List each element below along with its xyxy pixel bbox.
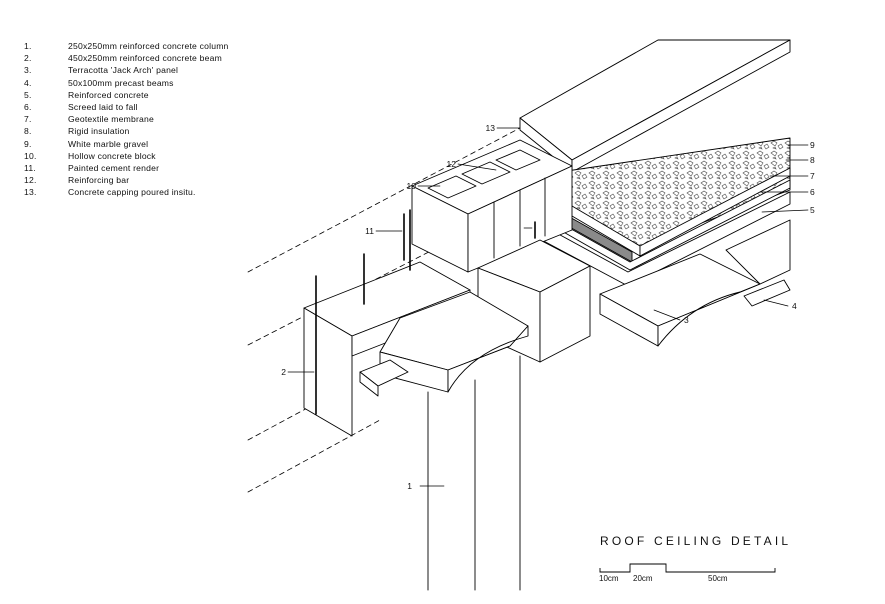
legend-item: 3. Terracotta 'Jack Arch' panel [24,64,324,76]
legend-label: Reinforcing bar [68,175,130,186]
legend-item: 8. Rigid insulation [24,125,324,137]
callout-1: 1 [407,481,412,491]
legend-number: 4. [24,77,32,88]
legend-label: White marble gravel [68,138,149,149]
callout-7: 7 [810,171,815,181]
legend-item: 5. Reinforced concrete [24,89,324,101]
legend-item: 10. Hollow concrete block [24,150,324,162]
callout-6: 6 [810,187,815,197]
reinforcing-bars [315,209,536,415]
legend-label: 50x100mm precast beams [68,77,174,88]
legend-item: 1. 250x250mm reinforced concrete column [24,40,324,52]
legend-number: 9. [24,138,32,149]
callout-2: 2 [281,367,286,377]
callout-11: 11 [365,226,374,236]
legend-item: 2. 450x250mm reinforced concrete beam [24,52,324,64]
legend-label: Painted cement render [68,163,160,174]
legend-number: 8. [24,126,32,137]
jack-arch-panel-left [359,291,529,397]
legend-number: 7. [24,114,32,125]
hollow-concrete-block [411,139,573,273]
legend-number: 2. [24,53,32,64]
callout-12: 12 [447,159,457,169]
scale-labels: 10cm 20cm 50cm [598,560,778,590]
scale-bar [599,563,776,573]
legend-item: 12. Reinforcing bar [24,174,324,186]
legend-number: 13. [24,187,37,198]
reinforced-concrete-column [427,355,521,591]
scale-label-50cm: 50cm [708,574,728,583]
legend-number: 10. [24,150,37,161]
callout-8: 8 [810,155,815,165]
legend-label: 250x250mm reinforced concrete column [68,41,229,51]
scale-label-20cm: 20cm [633,574,653,583]
legend-label: Geotextile membrane [68,114,154,125]
legend-label: Concrete capping poured insitu. [68,187,196,198]
legend-item: 9. White marble gravel [24,138,324,150]
callout-5: 5 [810,205,815,215]
legend-number: 11. [24,163,36,174]
legend-item: 4. 50x100mm precast beams [24,77,324,89]
callout-4: 4 [792,301,797,311]
legend-item: 7. Geotextile membrane [24,113,324,125]
callout-10: 10 [407,181,417,191]
callout-leaders [287,127,809,487]
legend-number: 3. [24,65,32,76]
callout-9: 9 [810,140,815,150]
legend-item: 11. Painted cement render [24,162,324,174]
legend-label: Terracotta 'Jack Arch' panel [68,65,179,76]
legend-item: 13. Concrete capping poured insitu. [24,186,324,198]
callout-13: 13 [486,123,496,133]
scale-label-10cm: 10cm [599,574,619,583]
legend-number: 6. [24,102,32,113]
jack-arch-panel-right [599,219,791,347]
legend-label: Hollow concrete block [68,150,156,161]
callout-3: 3 [684,315,689,325]
legend-number: 5. [24,89,32,100]
legend-label: Rigid insulation [68,126,130,137]
legend-item: 6. Screed laid to fall [24,101,324,113]
legend-label: Reinforced concrete [68,89,149,100]
legend: 1. 250x250mm reinforced concrete column 2… [24,40,324,199]
dashed-extension-lines [247,127,521,493]
legend-label: 450x250mm reinforced concrete beam [68,53,222,64]
legend-number: 1. [24,41,32,51]
concrete-capping [519,39,791,173]
legend-label: Screed laid to fall [68,102,138,113]
drawing-title: ROOF CEILING DETAIL [600,534,792,548]
legend-number: 12. [24,175,37,186]
